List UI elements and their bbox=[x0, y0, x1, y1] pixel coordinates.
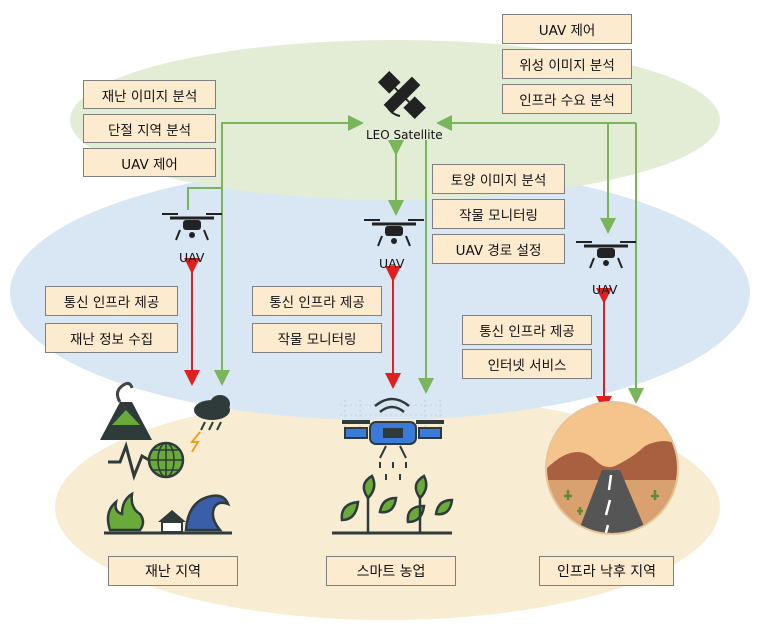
region-label-remote-area: 인프라 낙후 지역 bbox=[539, 556, 674, 586]
region-label-smart-farm: 스마트 농업 bbox=[326, 556, 456, 586]
region-label-disaster: 재난 지역 bbox=[108, 556, 238, 586]
